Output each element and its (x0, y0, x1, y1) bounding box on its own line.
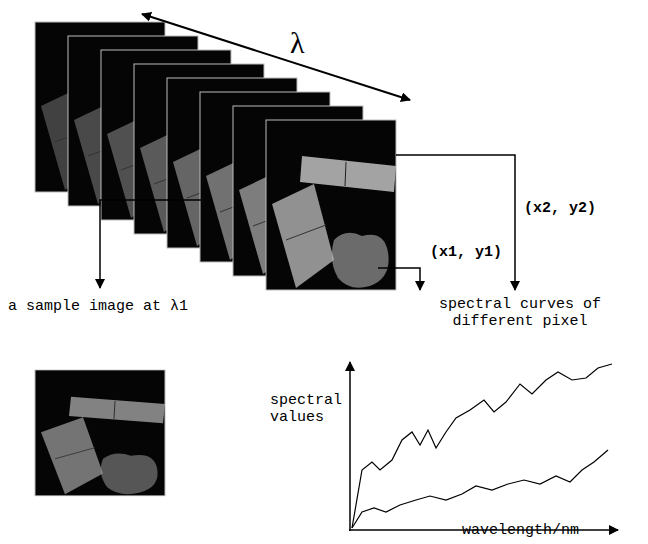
spectral-curve (352, 450, 608, 528)
sample-image (35, 370, 165, 496)
spectral-curve (352, 364, 612, 528)
leader-line (378, 268, 420, 290)
pixel-coordinate: (x2, y2) (522, 200, 598, 217)
axis-label: wavelength/nm (462, 522, 579, 539)
band-image-stack (35, 22, 396, 290)
lambda-label: λ (290, 26, 305, 61)
curves-caption: spectral curves of different pixel (400, 296, 640, 331)
pixel-coordinate: (x1, y1) (428, 244, 504, 261)
leader-line (100, 200, 203, 288)
chart-axis (349, 362, 351, 531)
leader-line (396, 155, 515, 290)
wavelength-axis-arrow (142, 14, 410, 100)
image-caption: a sample image at λ1 (8, 298, 188, 315)
axis-label: spectral values (270, 392, 346, 427)
